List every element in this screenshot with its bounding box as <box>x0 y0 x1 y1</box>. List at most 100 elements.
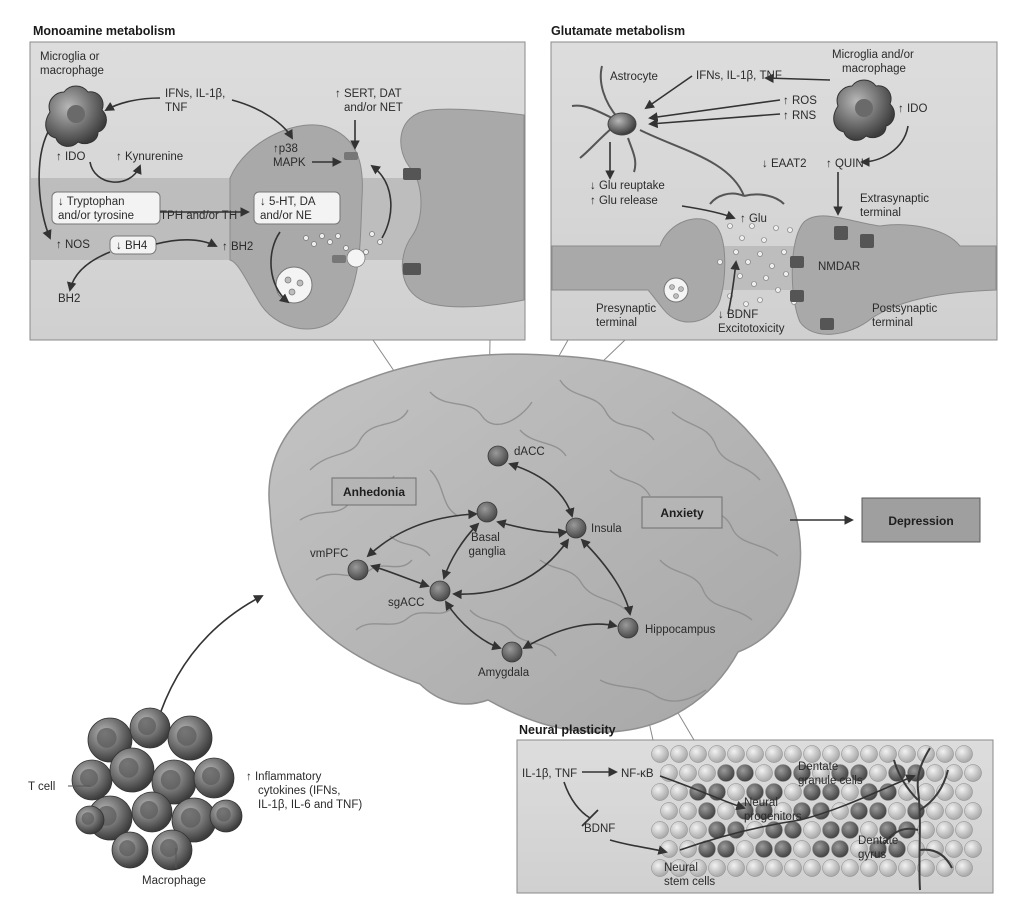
astrocyte-cell <box>571 65 785 205</box>
dentate-cell <box>689 859 707 877</box>
immune-to-brain-arrow <box>155 595 264 727</box>
anxiety-label: Anxiety <box>660 506 704 520</box>
monoamine-title: Monoamine metabolism <box>33 24 175 38</box>
dentate-cell <box>717 802 735 820</box>
macrophage-label: Macrophage <box>142 875 206 887</box>
dentate-cell <box>784 859 802 877</box>
node-dacc <box>487 445 509 467</box>
immune-cell-nucleus <box>118 757 139 778</box>
dentate-cell <box>803 859 821 877</box>
dentate-cell <box>803 821 821 839</box>
monoamine-arrows <box>38 97 392 304</box>
dentate-cell <box>679 840 697 858</box>
dentate-cell <box>755 802 773 820</box>
dentate-cell <box>812 764 830 782</box>
dentate-cell <box>898 745 916 763</box>
immune-cell-nucleus <box>80 769 98 787</box>
dentate-cell <box>869 840 887 858</box>
dentate-cell <box>860 821 878 839</box>
dentate-cell <box>689 745 707 763</box>
immune-cells <box>71 707 243 871</box>
dentate-cell <box>803 783 821 801</box>
dentate-cell <box>670 821 688 839</box>
quin-label: ↑ QUIN <box>826 158 864 170</box>
dentate-cell <box>670 859 688 877</box>
dentate-cell <box>746 783 764 801</box>
immune-cell-nucleus <box>160 769 181 790</box>
dentate-cell <box>879 859 897 877</box>
dentate-cell <box>660 802 678 820</box>
receptors <box>332 152 421 275</box>
bh2-label: BH2 <box>58 293 80 305</box>
label-hippocampus: Hippocampus <box>645 624 716 636</box>
astrocyte-body <box>607 112 637 136</box>
dentate-cell <box>784 745 802 763</box>
amines-box <box>253 191 341 225</box>
astrocyte-label: Astrocyte <box>610 71 658 83</box>
dentate-cell <box>850 802 868 820</box>
dentate-cell <box>955 859 973 877</box>
label-dacc: dACC <box>514 446 545 458</box>
dentate-cell <box>651 821 669 839</box>
label-basal-ganglia: Basal ganglia <box>468 532 506 558</box>
region-connections <box>366 461 634 651</box>
glu-microglia-label: Microglia and/or macrophage <box>832 49 917 75</box>
nmdar-receptors <box>790 226 874 330</box>
postsynaptic-spine <box>400 108 525 308</box>
anxiety-box <box>641 496 723 529</box>
ido-label: ↑ IDO <box>56 151 85 163</box>
glu-vesicle <box>663 277 689 303</box>
immune-cell-nucleus <box>81 812 95 825</box>
dentate-cell <box>717 840 735 858</box>
plasticity-title: Neural plasticity <box>519 723 616 737</box>
p38-label: ↑p38 MAPK <box>273 143 306 169</box>
vesicle <box>275 266 313 304</box>
anhedonia-box <box>331 477 417 506</box>
dentate-cell <box>660 840 678 858</box>
dentate-cell <box>679 802 697 820</box>
ros-label: ↑ ROS <box>783 95 817 107</box>
glu-bdnf-label: ↓ BDNF <box>718 309 758 321</box>
cytokines-label: IFNs, IL-1β, TNF <box>165 88 229 114</box>
dentate-cell <box>679 764 697 782</box>
immune-cell-nucleus <box>176 725 197 746</box>
dentate-cell <box>926 802 944 820</box>
immune-cell-nucleus <box>96 727 117 748</box>
postsynaptic-terminal <box>791 215 997 335</box>
glutamate-arrows <box>605 73 909 315</box>
dentate-cell <box>670 745 688 763</box>
dentate-cell <box>917 783 935 801</box>
dentate-cell <box>945 840 963 858</box>
inflammatory-cytokines-label: ↑ Inflammatory cytokines (IFNs, IL-1β, I… <box>246 771 362 811</box>
dentate-cell <box>831 840 849 858</box>
dentate-cell <box>784 821 802 839</box>
dentate-cell <box>850 840 868 858</box>
excitotoxicity-label: Excitotoxicity <box>718 323 785 335</box>
extrasynaptic-label: Extrasynaptic terminal <box>860 193 932 219</box>
transporters-label: ↑ SERT, DAT and/or NET <box>335 88 405 114</box>
dentate-cell <box>698 764 716 782</box>
label-sgacc: sgACC <box>388 597 424 609</box>
bh2-up-label: ↑ BH2 <box>222 241 253 253</box>
dentate-cell <box>822 821 840 839</box>
dentate-cell <box>765 745 783 763</box>
dentate-cell <box>841 859 859 877</box>
depression-label: Depression <box>888 514 953 528</box>
microglia-cell <box>45 85 107 147</box>
dentate-cell <box>689 821 707 839</box>
dentate-cell <box>727 783 745 801</box>
dentate-cell <box>822 745 840 763</box>
dentate-cell <box>850 764 868 782</box>
glutamate-panel: Glutamate metabolism <box>550 24 998 341</box>
glu-microglia-cell <box>833 79 895 141</box>
node-basal-ganglia <box>476 501 498 523</box>
dentate-cell <box>784 783 802 801</box>
progenitors-label: Neural progenitors <box>744 797 802 823</box>
dentate-cell <box>746 859 764 877</box>
label-amygdala: Amygdala <box>478 667 530 679</box>
rns-label: ↑ RNS <box>783 110 817 122</box>
glu-cytokines-label: IFNs, IL-1β, TNF <box>696 70 782 82</box>
dentate-cell <box>727 859 745 877</box>
dentate-cell <box>888 802 906 820</box>
dentate-cell <box>964 802 982 820</box>
